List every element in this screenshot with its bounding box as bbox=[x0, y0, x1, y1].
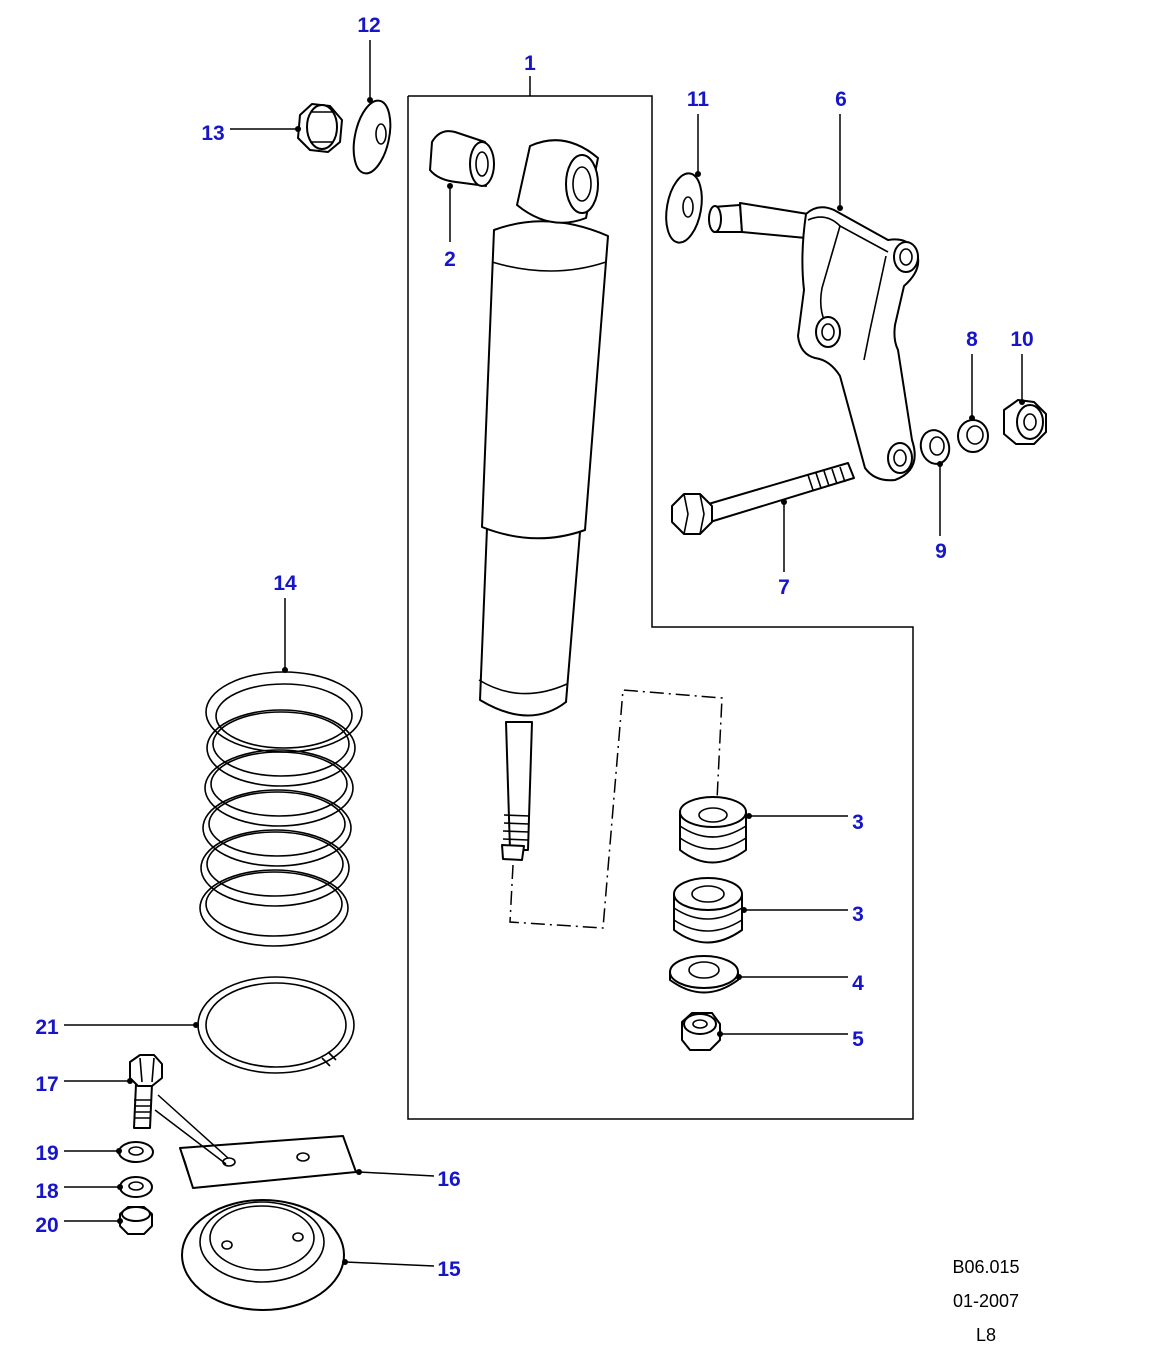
shock-absorber bbox=[478, 139, 609, 861]
mounting-plate bbox=[179, 1135, 357, 1189]
callout-4: 4 bbox=[852, 972, 864, 995]
diagram-date: 01-2007 bbox=[953, 1291, 1019, 1311]
spring-seat bbox=[181, 1199, 345, 1311]
callout-7: 7 bbox=[778, 576, 790, 599]
rubber-bush-lower bbox=[673, 877, 743, 944]
rubber-bush-upper bbox=[679, 796, 747, 864]
callout-3-upper: 3 bbox=[852, 811, 864, 834]
callout-20: 20 bbox=[35, 1214, 58, 1237]
callout-12: 12 bbox=[357, 14, 380, 37]
callout-1: 1 bbox=[524, 52, 536, 75]
mounting-bracket bbox=[708, 202, 920, 482]
callout-2: 2 bbox=[444, 248, 456, 271]
nut-20 bbox=[119, 1206, 153, 1235]
nut-13 bbox=[297, 103, 343, 153]
callout-18: 18 bbox=[35, 1180, 59, 1203]
spring-washer-18 bbox=[119, 1176, 153, 1198]
spring-washer-8 bbox=[957, 419, 989, 453]
callout-15: 15 bbox=[437, 1258, 461, 1281]
short-bolt bbox=[129, 1054, 163, 1129]
callout-19: 19 bbox=[35, 1142, 58, 1165]
washer-11 bbox=[665, 172, 703, 244]
kit-boundary bbox=[407, 95, 914, 1120]
leader-lines bbox=[64, 40, 1025, 1267]
callout-10: 10 bbox=[1010, 328, 1033, 351]
callout-6: 6 bbox=[835, 88, 847, 111]
spring-seat-ring bbox=[197, 976, 355, 1074]
callout-labels: 1 2 12 13 11 6 8 10 9 7 3 3 4 5 14 21 17… bbox=[35, 14, 1033, 1281]
callout-14: 14 bbox=[273, 572, 297, 595]
callout-17: 17 bbox=[35, 1073, 58, 1096]
diagram-sheet: L8 bbox=[976, 1325, 996, 1345]
washer-9 bbox=[919, 429, 951, 465]
cup-washer bbox=[669, 955, 739, 994]
callout-21: 21 bbox=[35, 1016, 59, 1039]
callout-8: 8 bbox=[966, 328, 978, 351]
callout-16: 16 bbox=[437, 1168, 460, 1191]
assembly-path-dashed bbox=[509, 689, 723, 929]
reference-block: B06.015 01-2007 L8 bbox=[952, 1257, 1019, 1345]
coil-spring bbox=[199, 671, 363, 947]
long-bolt bbox=[671, 462, 855, 535]
washer-19 bbox=[118, 1141, 154, 1163]
callout-11: 11 bbox=[687, 88, 710, 111]
nut-10 bbox=[1003, 399, 1047, 445]
washer-12 bbox=[352, 99, 392, 175]
nut-5 bbox=[681, 1012, 721, 1051]
diagram-code: B06.015 bbox=[952, 1257, 1019, 1277]
top-bush bbox=[429, 130, 495, 187]
callout-3-lower: 3 bbox=[852, 903, 864, 926]
callout-9: 9 bbox=[935, 540, 947, 563]
callout-13: 13 bbox=[201, 122, 224, 145]
callout-5: 5 bbox=[852, 1028, 864, 1051]
